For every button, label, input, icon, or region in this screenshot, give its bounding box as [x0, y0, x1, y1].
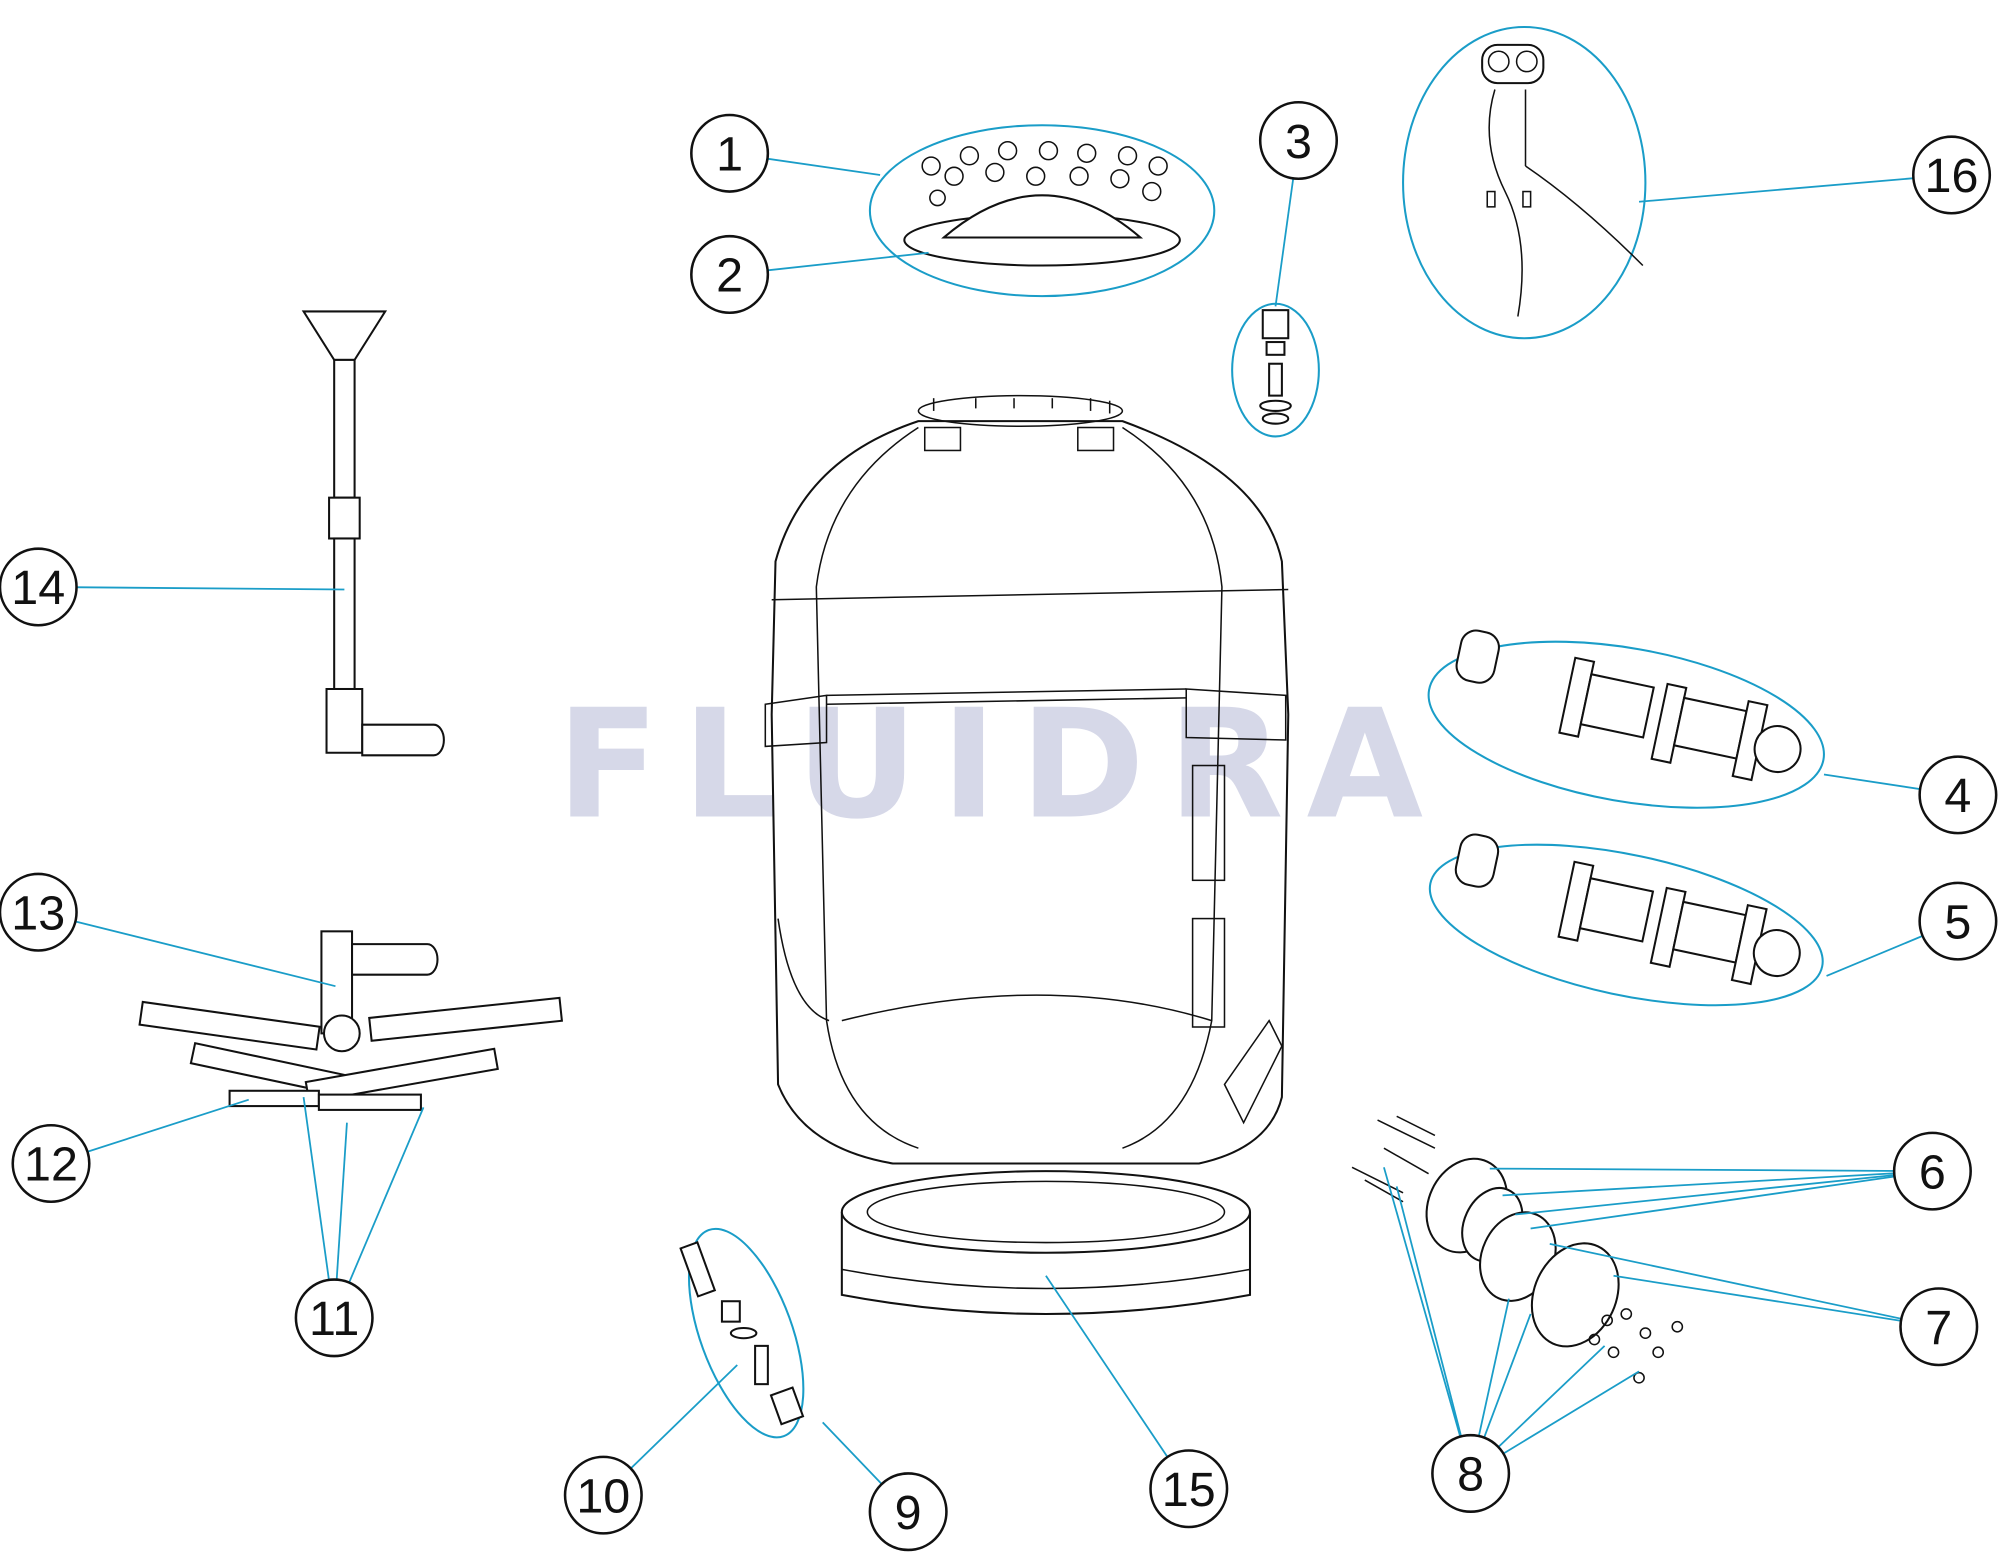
- callout-number: 3: [1285, 115, 1312, 169]
- leader-line-6: [1530, 1170, 1933, 1230]
- callout-number: 2: [716, 249, 743, 303]
- leader-line-8: [1395, 1186, 1472, 1474]
- callout-11: 11: [294, 1278, 374, 1358]
- connection-kit-5: [1428, 833, 1824, 1007]
- callout-number: 8: [1457, 1448, 1484, 1502]
- callout-number: 14: [11, 561, 65, 615]
- callout-number: 4: [1944, 769, 1971, 823]
- callout-circle: [1892, 1131, 1972, 1211]
- callout-circle: [1899, 1287, 1979, 1367]
- callout-number: 5: [1944, 895, 1971, 949]
- callout-circle: [1149, 1449, 1229, 1529]
- callout-number: 7: [1925, 1301, 1952, 1355]
- leader-line-13: [38, 911, 336, 988]
- callout-13: 13: [0, 872, 78, 952]
- callout-circle: [0, 872, 78, 952]
- manhole-cover-assembly: [1351, 1115, 1684, 1384]
- callout-16: 16: [1911, 135, 1992, 215]
- callout-number: 6: [1919, 1145, 1946, 1199]
- leader-line-8: [1383, 1167, 1472, 1474]
- callout-10: 10: [563, 1455, 643, 1535]
- callout-circle: [11, 1123, 91, 1204]
- watermark: FLUIDRA: [556, 678, 1446, 853]
- callout-circle: [1258, 100, 1339, 181]
- callout-9: 9: [868, 1472, 948, 1552]
- pressure-gauge-assembly: [1402, 25, 1647, 340]
- leader-line-7: [1613, 1274, 1939, 1328]
- callout-14: 14: [0, 547, 78, 627]
- callout-circle: [1431, 1433, 1511, 1513]
- lateral-collector: [138, 930, 564, 1111]
- callout-circle: [1918, 881, 1998, 961]
- callout-2: 2: [690, 234, 770, 314]
- callout-12: 12: [11, 1123, 91, 1204]
- drain-assembly: [679, 1227, 805, 1439]
- central-pipe: [301, 310, 445, 757]
- callout-number: 9: [895, 1486, 922, 1540]
- callout-1: 1: [690, 113, 770, 193]
- callout-7: 7: [1899, 1287, 1979, 1367]
- callout-circle: [1918, 755, 1998, 835]
- callout-number: 10: [576, 1469, 630, 1523]
- callout-circle: [0, 547, 78, 627]
- leader-line-7: [1549, 1242, 1939, 1328]
- callout-3: 3: [1258, 100, 1339, 181]
- filter-tank: [764, 394, 1290, 1165]
- tank-base: [840, 1170, 1252, 1315]
- callout-number: 13: [11, 886, 65, 940]
- callout-number: 1: [716, 128, 743, 182]
- leader-line-6: [1502, 1170, 1933, 1197]
- callout-number: 16: [1925, 149, 1979, 203]
- callout-circle: [690, 113, 770, 193]
- collector-dome: [868, 124, 1216, 298]
- air-release-assembly: [1231, 302, 1320, 438]
- callout-number: 11: [309, 1292, 359, 1346]
- leader-line-14: [38, 586, 345, 591]
- callout-circle: [563, 1455, 643, 1535]
- leader-line-6: [1515, 1170, 1933, 1216]
- callout-number: 15: [1162, 1463, 1216, 1517]
- leader-line-15: [1045, 1275, 1190, 1490]
- leader-line-16: [1638, 174, 1952, 203]
- leader-line-6: [1489, 1167, 1933, 1173]
- callout-15: 15: [1149, 1449, 1229, 1529]
- callout-5: 5: [1918, 881, 1998, 961]
- callout-circle: [868, 1472, 948, 1552]
- callout-circle: [294, 1278, 374, 1358]
- callout-number: 12: [24, 1138, 78, 1192]
- callout-6: 6: [1892, 1131, 1972, 1211]
- callout-circle: [1911, 135, 1992, 215]
- callout-8: 8: [1431, 1433, 1511, 1513]
- connection-kit-4: [1427, 629, 1825, 809]
- callout-4: 4: [1918, 755, 1998, 835]
- leader-lines: [38, 140, 1959, 1513]
- callout-circle: [690, 234, 770, 314]
